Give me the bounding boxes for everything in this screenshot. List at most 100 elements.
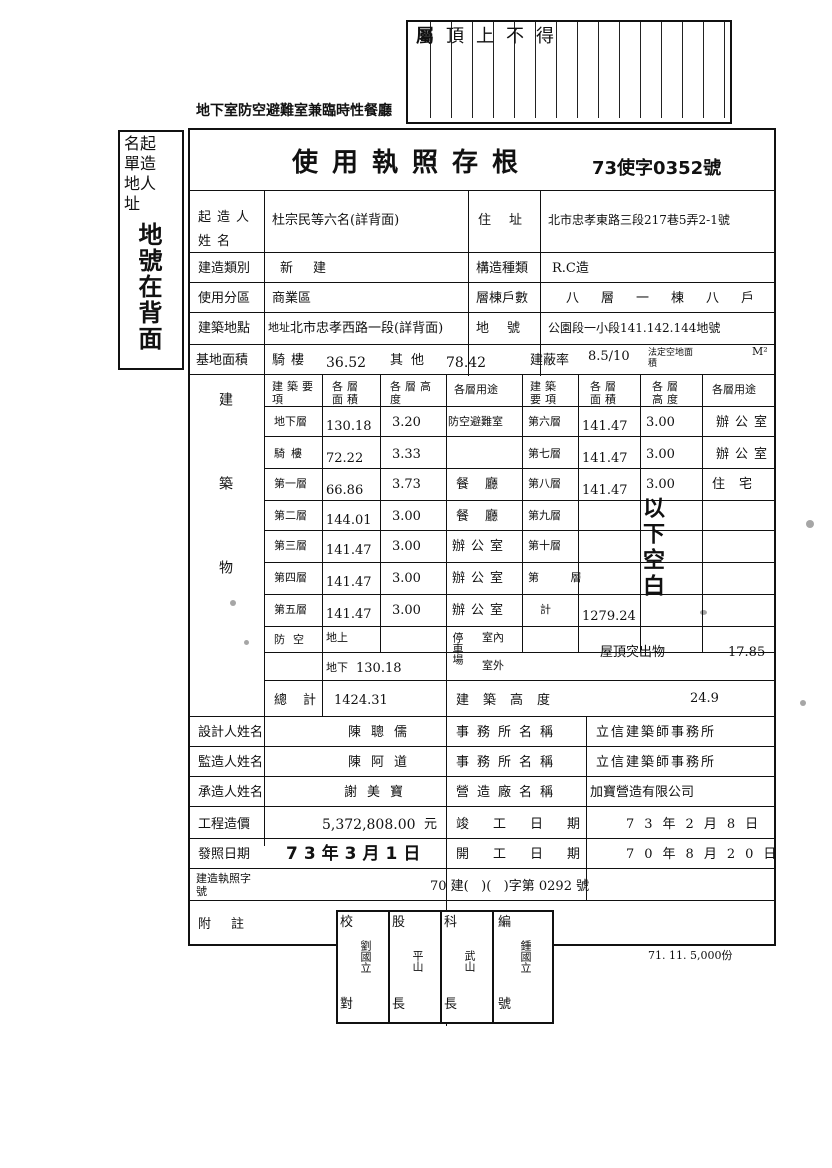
col-line: [702, 374, 703, 652]
floors-label: 層棟戶數: [476, 291, 529, 306]
row-line: [264, 436, 776, 437]
approval-name-2: 平山: [411, 950, 424, 972]
col-line: [586, 716, 587, 900]
issue-value: 73年3月1日: [286, 844, 427, 864]
other-label: 其他: [390, 353, 433, 368]
floor-area-2: 141.47: [582, 451, 628, 466]
roof-label: 屋頂突出物: [600, 645, 666, 660]
col-line: [322, 374, 323, 716]
side-label-col-3: 地人: [124, 174, 157, 193]
site-value: 北市忠孝西路一段(詳背面): [290, 321, 444, 336]
structure-label: 構造種類: [476, 261, 529, 276]
row-line: [188, 282, 776, 283]
indoor-label: 室內: [482, 631, 504, 644]
row-line: [264, 680, 776, 681]
side-handwriting: 地號在背面: [134, 222, 162, 352]
floor-use: 餐廳: [456, 477, 515, 492]
top-stamp-char-3: 上: [476, 26, 494, 47]
permit-value: 70 建( )( )字第 0292 號: [430, 879, 590, 894]
outdoor-label: 室外: [482, 659, 504, 672]
side-label-col-2: 單造: [124, 154, 157, 173]
row-line: [264, 406, 776, 407]
completion-value: 73年2月8日: [626, 817, 769, 832]
permit-label: 建造執照字號: [196, 872, 251, 898]
builder-label: 起造人姓名: [198, 210, 256, 249]
coverage-value: 8.5/10: [588, 349, 630, 364]
contractor-firm-value: 加寶營造有限公司: [590, 785, 695, 800]
floor-label: 第五層: [274, 603, 307, 616]
approval-name-3: 武山: [463, 950, 476, 972]
col-header-area-2: 各層面積: [590, 380, 620, 406]
col-header-use-2: 各層用途: [712, 383, 756, 396]
floor-height-2: 3.00: [646, 477, 675, 492]
row-line: [264, 500, 776, 501]
basement-value: 130.18: [356, 661, 402, 676]
below-blank-note: 以下空白: [639, 496, 664, 600]
contractor-firm-label: 營造廠名稱: [456, 785, 562, 800]
top-stamp-char-2: 頂: [446, 26, 464, 47]
col-line: [446, 374, 447, 1026]
floor-height: 3.00: [392, 539, 421, 554]
floor-height: 3.00: [392, 509, 421, 524]
row-line: [264, 652, 776, 653]
approval-stamp-4: [492, 910, 554, 1024]
col-line: [380, 374, 381, 652]
ground-label: 地上: [326, 631, 348, 644]
form-title: 使用執照存根: [292, 148, 533, 178]
building-type-label: 建造類別: [198, 261, 251, 276]
scan-speck: [230, 600, 236, 606]
scan-speck: [700, 610, 707, 615]
top-stamp-char-1: 屬: [416, 26, 434, 47]
roof-value: 17.85: [728, 645, 766, 660]
start-label: 開工日期: [456, 847, 605, 862]
row-line: [188, 312, 776, 313]
issue-label: 發照日期: [198, 847, 251, 862]
design-firm-value: 立信建築師事務所: [596, 725, 717, 740]
col-header-item-2: 建築要項: [530, 380, 560, 406]
approval-label-4: 編: [498, 915, 512, 930]
basement-label: 地下: [326, 661, 348, 674]
floor-label-2: 第 層: [528, 571, 596, 584]
approval-name-1: 劉國立: [359, 940, 372, 973]
row-line: [188, 716, 776, 717]
scan-speck: [800, 700, 806, 706]
approval-suffix-1: 對: [340, 997, 354, 1012]
floor-label: 第四層: [274, 571, 307, 584]
floor-use-2: 辦公室: [716, 415, 774, 430]
row-line: [188, 252, 776, 253]
col-line: [640, 374, 641, 652]
col-header-height: 各層高度: [390, 380, 435, 406]
floor-area: 130.18: [326, 419, 372, 434]
col-line: [446, 806, 447, 900]
open-space-unit: M²: [752, 345, 768, 358]
base-area-label: 基地面積: [196, 353, 249, 368]
height-value: 24.9: [690, 691, 719, 706]
row-line: [188, 868, 776, 869]
floor-height: 3.00: [392, 571, 421, 586]
approval-label-3: 科: [444, 915, 458, 930]
supervisor-firm-label: 事務所名稱: [456, 755, 562, 770]
floor-area: 72.22: [326, 451, 364, 466]
supervisor-value: 陳阿道: [348, 755, 418, 770]
floor-area: 141.47: [326, 607, 372, 622]
zoning-value: 商業區: [272, 291, 312, 306]
other-area: 78.42: [446, 355, 487, 371]
site-label: 建築地點: [198, 321, 251, 336]
cost-label: 工程造價: [198, 817, 251, 832]
top-stamp-char-4: 不: [506, 26, 524, 47]
footer-print-note: 71. 11. 5,000份: [648, 949, 733, 962]
total-value: 1424.31: [334, 693, 388, 708]
approval-label-2: 股: [392, 915, 406, 930]
row-line: [264, 626, 776, 627]
note-label: 附註: [198, 917, 265, 932]
row-line: [188, 838, 776, 839]
top-stamp-char-5: 得: [536, 26, 554, 47]
top-stamp-grid: [410, 22, 726, 118]
side-label-col-4: 址: [124, 194, 141, 213]
lot-label: 地號: [476, 321, 539, 336]
row-line: [188, 806, 776, 807]
cost-value: 5,372,808.00: [322, 817, 416, 833]
row-line: [264, 562, 776, 563]
row-line: [188, 344, 776, 345]
side-label-box: [118, 130, 184, 370]
